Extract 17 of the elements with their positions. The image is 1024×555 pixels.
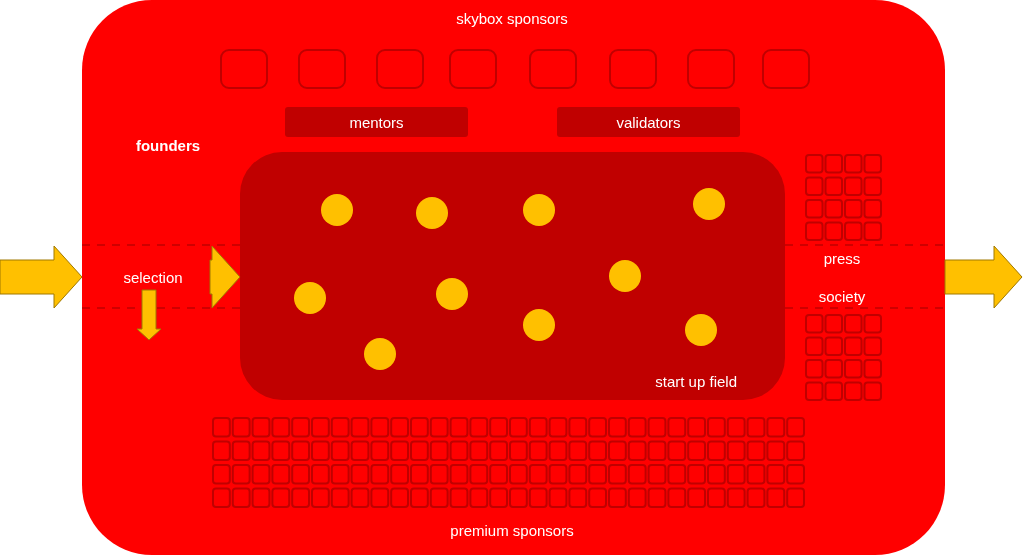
stage-label: selection (123, 268, 183, 286)
role-bar (557, 107, 740, 137)
section-label: mentors (349, 113, 404, 131)
section-label: skybox sponsors (456, 9, 568, 27)
venue-background (82, 0, 945, 555)
role-bar (285, 107, 468, 137)
section-label: validators (616, 113, 681, 131)
section-label: founders (135, 136, 201, 154)
block-arrow (0, 245, 83, 309)
section-label: premium sponsors (450, 521, 574, 539)
section-label: press (823, 249, 861, 267)
block-arrow (209, 245, 241, 309)
field-panel (240, 152, 785, 400)
section-label: start up field (655, 373, 737, 390)
section-label: society (818, 287, 866, 305)
block-arrow (944, 245, 1023, 309)
block-arrow (136, 289, 162, 341)
